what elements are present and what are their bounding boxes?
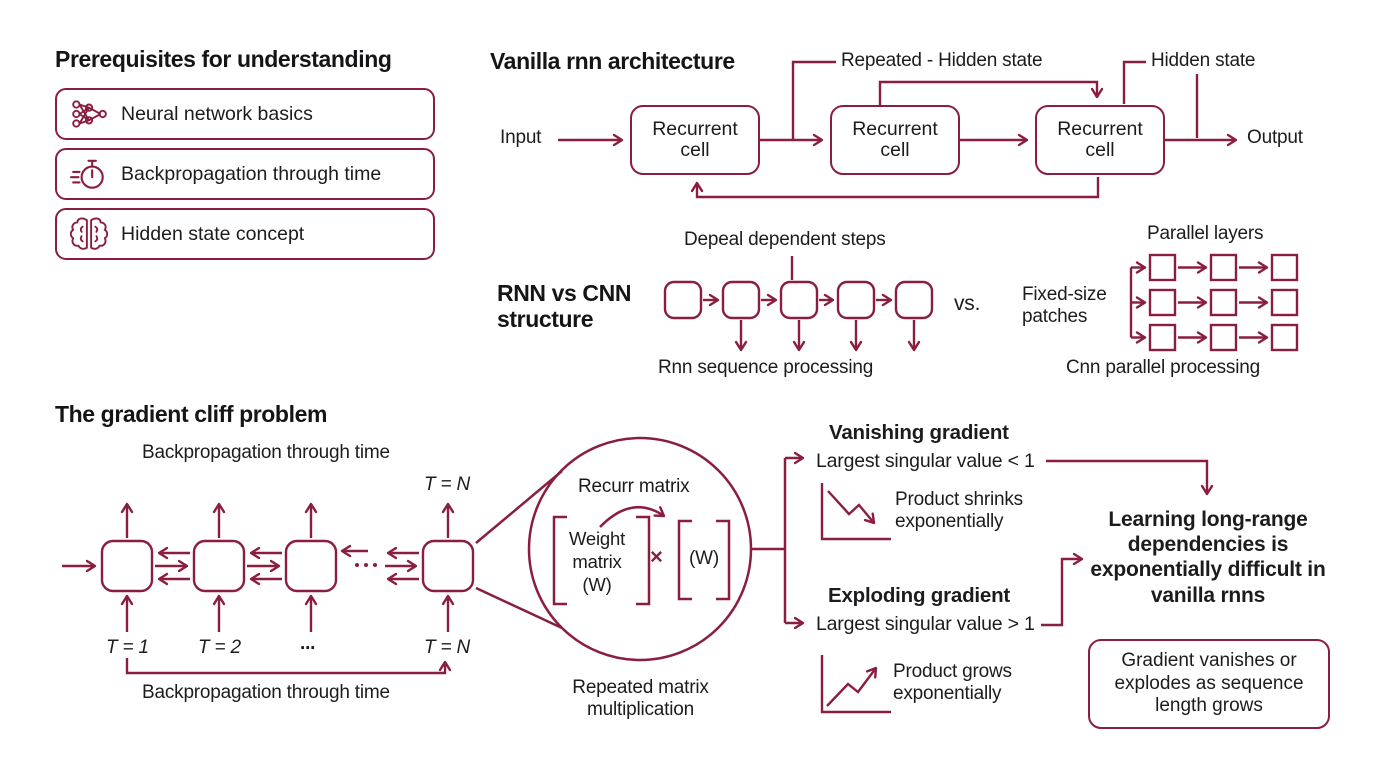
vs-label: vs. (954, 292, 981, 315)
bptt-chain (62, 502, 475, 675)
fixed-size-patches-label: Fixed-size patches (1022, 284, 1107, 327)
exploding-gradient-chart (820, 552, 1084, 714)
cnn-grid (1129, 253, 1299, 352)
neural-network-icon (72, 100, 107, 128)
vanilla-rnn-connectors (558, 60, 1238, 199)
rnn-vs-cnn-title-line1: RNN vs CNN (497, 280, 632, 306)
repeated-hidden-state-label: Repeated - Hidden state (841, 50, 1043, 71)
vanishing-note: Product shrinks exponentially (895, 489, 1023, 532)
conclusion-text: Learning long-range dependencies is expo… (1090, 508, 1326, 607)
weight-matrix-label: Weight matrix (W) (568, 528, 626, 596)
vanishing-condition: Largest singular value < 1 (816, 450, 1035, 472)
brain-icon (70, 217, 108, 250)
prereq-item-bptt: Backpropagation through time (55, 148, 435, 200)
recurrent-cell-label: Recurrent cell (1057, 117, 1143, 161)
t-label-ellipsis: ... (300, 633, 316, 654)
hidden-state-label: Hidden state (1151, 50, 1256, 71)
recurrent-cell-2: Recurrent cell (830, 105, 960, 175)
t-equals-n-top-label: T = N (424, 474, 470, 495)
output-label: Output (1247, 127, 1303, 148)
vanishing-gradient-title: Vanishing gradient (829, 421, 1009, 444)
recurrent-cell-label: Recurrent cell (852, 117, 938, 161)
prereq-item-hidden-state: Hidden state concept (55, 208, 435, 260)
t-label-1: T = 1 (106, 637, 149, 658)
exploding-gradient-title: Exploding gradient (828, 584, 1011, 607)
rnn-vs-cnn-title-line2: structure (497, 306, 594, 332)
recurrent-cell-label: Recurrent cell (652, 117, 738, 161)
t-label-n: T = N (424, 637, 470, 658)
magnifier-circle (475, 436, 805, 662)
bptt-bottom-label: Backpropagation through time (142, 682, 390, 703)
summary-box: Gradient vanishes or explodes as sequenc… (1088, 639, 1330, 729)
t-label-2: T = 2 (198, 637, 241, 658)
exploding-note: Product grows exponentially (893, 661, 1012, 704)
magnifier-caption: Repeated matrix multiplication (572, 677, 709, 720)
cnn-caption: Cnn parallel processing (1066, 357, 1260, 378)
prerequisites-title: Prerequisites for understanding (55, 46, 392, 72)
stopwatch-icon (70, 159, 104, 189)
rnn-caption: Rnn sequence processing (658, 357, 874, 378)
parallel-layers-label: Parallel layers (1147, 223, 1264, 244)
dependent-steps-label: Depeal dependent steps (684, 229, 886, 250)
prereq-label: Backpropagation through time (121, 162, 382, 185)
recur-matrix-label: Recurr matrix (578, 476, 690, 497)
prereq-label: Neural network basics (121, 102, 313, 125)
recurrent-cell-3: Recurrent cell (1035, 105, 1165, 175)
exploding-condition: Largest singular value > 1 (816, 613, 1035, 635)
times-symbol: × (650, 544, 663, 569)
prereq-item-neural-network: Neural network basics (55, 88, 435, 140)
input-label: Input (500, 127, 542, 148)
vanilla-rnn-title: Vanilla rnn architecture (490, 48, 735, 74)
rnn-sequence-row (663, 256, 934, 352)
recurrent-cell-1: Recurrent cell (630, 105, 760, 175)
prereq-label: Hidden state concept (121, 222, 305, 245)
summary-text: Gradient vanishes or explodes as sequenc… (1114, 649, 1304, 717)
vanishing-gradient-chart (820, 459, 1214, 541)
gradient-cliff-title: The gradient cliff problem (55, 401, 328, 427)
recurrence-arrow (599, 506, 666, 528)
bptt-top-label: Backpropagation through time (142, 442, 390, 463)
w-matrix-label: (W) (689, 548, 719, 569)
